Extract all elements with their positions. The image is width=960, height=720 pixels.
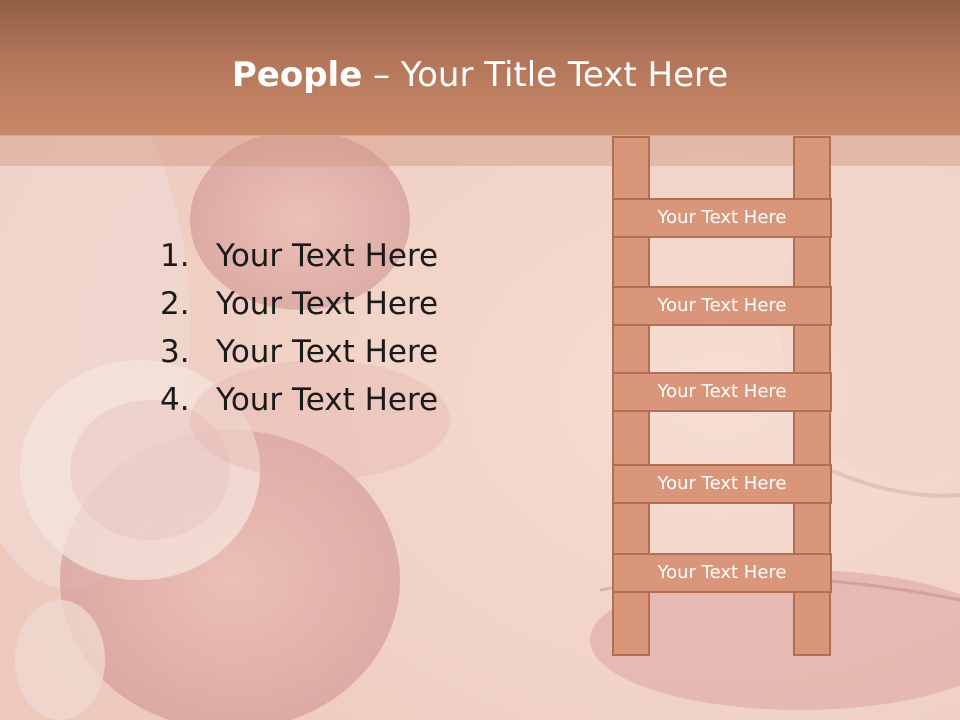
list-item: 1. Your Text Here: [160, 232, 438, 280]
list-text: Your Text Here: [216, 382, 439, 418]
list-item: 4. Your Text Here: [160, 376, 438, 424]
ladder-rung: Your Text Here: [612, 553, 832, 593]
list-number: 2.: [160, 286, 190, 322]
list-text: Your Text Here: [216, 238, 439, 274]
title-bar: [0, 0, 960, 136]
title-bold: People: [231, 55, 363, 95]
list-item: 2. Your Text Here: [160, 280, 438, 328]
list-number: 3.: [160, 334, 190, 370]
ladder-rung: Your Text Here: [612, 464, 832, 504]
title-rest: – Your Title Text Here: [362, 55, 729, 95]
list-item: 3. Your Text Here: [160, 328, 438, 376]
slide-title: People – Your Title Text Here: [0, 52, 960, 98]
numbered-list: 1. Your Text Here 2. Your Text Here 3. Your…: [160, 232, 438, 424]
list-text: Your Text Here: [216, 286, 439, 322]
list-text: Your Text Here: [216, 334, 439, 370]
ladder-rung: Your Text Here: [612, 372, 832, 412]
list-number: 1.: [160, 238, 190, 274]
list-number: 4.: [160, 382, 190, 418]
ladder-rung: Your Text Here: [612, 286, 832, 326]
ladder-rung: Your Text Here: [612, 198, 832, 238]
